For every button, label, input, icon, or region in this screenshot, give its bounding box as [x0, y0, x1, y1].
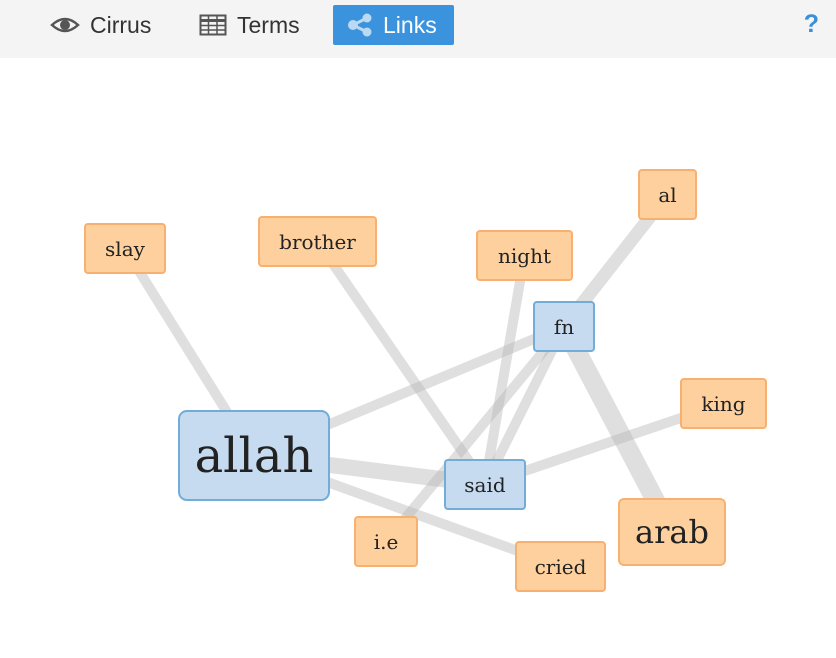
- tab-cirrus[interactable]: Cirrus: [50, 5, 151, 45]
- link-said-brother: [313, 238, 490, 488]
- node-al[interactable]: al: [638, 169, 697, 220]
- link-said-fn: [480, 324, 569, 487]
- tab-links[interactable]: Links: [333, 5, 454, 45]
- node-allah[interactable]: allah: [178, 410, 330, 501]
- node-king[interactable]: king: [680, 378, 767, 429]
- links-edges: [120, 190, 726, 572]
- node-said[interactable]: said: [444, 459, 526, 510]
- node-ie[interactable]: i.e: [354, 516, 418, 567]
- link-said-night: [480, 254, 530, 486]
- node-cried[interactable]: cried: [515, 541, 606, 592]
- help-icon[interactable]: ?: [803, 10, 819, 38]
- node-night[interactable]: night: [476, 230, 573, 281]
- tab-cirrus-label: Cirrus: [90, 11, 152, 38]
- links-graph[interactable]: allah said fn slay brother night al king…: [0, 58, 836, 658]
- node-fn[interactable]: fn: [533, 301, 595, 352]
- table-icon: [199, 14, 227, 36]
- tab-terms[interactable]: Terms: [199, 5, 300, 45]
- eye-icon: [50, 14, 80, 36]
- link-fn-ie: [382, 323, 568, 545]
- link-fn-arab: [555, 322, 681, 537]
- share-icon: [347, 13, 373, 37]
- tab-links-label: Links: [383, 11, 437, 38]
- node-slay[interactable]: slay: [84, 223, 166, 274]
- tab-terms-label: Terms: [237, 11, 300, 38]
- node-arab[interactable]: arab: [618, 498, 726, 566]
- node-brother[interactable]: brother: [258, 216, 377, 267]
- toolbar: Cirrus Terms Links ?: [0, 0, 836, 58]
